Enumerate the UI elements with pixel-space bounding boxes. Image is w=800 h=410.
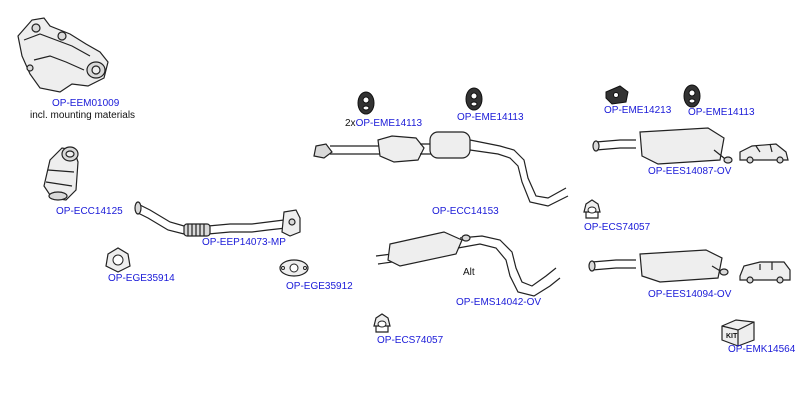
flex-pipe-icon[interactable] (134, 201, 301, 237)
three-bolt-gasket-icon[interactable] (105, 247, 131, 273)
hanger-1-label: 2xOP-EME14113 (345, 118, 422, 130)
hanger-3-code[interactable]: OP-EME14113 (688, 107, 755, 118)
hanger-1-code[interactable]: OP-EME14113 (355, 118, 423, 129)
clamp-1-code[interactable]: OP-ECS74057 (584, 222, 651, 233)
pipe-clamp-icon[interactable] (373, 313, 391, 333)
rear-silencer-1-code[interactable]: OP-EES14087-OV (648, 166, 732, 177)
catalyst-code[interactable]: OP-ECC14125 (56, 206, 123, 217)
estate-car-icon (739, 261, 791, 284)
middle-silencer-icon[interactable] (375, 231, 561, 297)
alt-label: Alt (463, 267, 475, 278)
flex-pipe-code[interactable]: OP-EEP14073-MP (202, 237, 286, 248)
hanger-1-qty: 2x (345, 118, 356, 129)
manifold-code[interactable]: OP-EEM01009 (52, 98, 120, 109)
mid-silencer-code[interactable]: OP-EMS14042-OV (456, 297, 542, 308)
exhaust-manifold-icon[interactable] (17, 17, 109, 93)
rubber-hanger-icon[interactable] (357, 91, 375, 115)
kit-badge: KIT (726, 333, 738, 340)
hatchback-car-icon (739, 143, 789, 164)
rubber-mount-icon[interactable] (605, 85, 629, 105)
pipe-clamp-icon[interactable] (583, 199, 601, 219)
rubber-hanger-icon[interactable] (683, 84, 701, 108)
center-catalyst-pipe-icon[interactable] (313, 131, 569, 207)
center-cat-code[interactable]: OP-ECC14153 (432, 206, 499, 217)
catalytic-converter-icon[interactable] (43, 146, 79, 201)
two-bolt-gasket-icon[interactable] (279, 259, 309, 277)
gasket-2-code[interactable]: OP-EGE35912 (286, 281, 353, 292)
rear-silencer-icon[interactable] (588, 249, 729, 283)
rear-silencer-2-code[interactable]: OP-EES14094-OV (648, 289, 732, 300)
hanger-2-code[interactable]: OP-EME14113 (457, 112, 524, 123)
clamp-2-code[interactable]: OP-ECS74057 (377, 335, 444, 346)
mounting-kit-box-icon[interactable]: KIT (721, 319, 755, 347)
mount-1-code[interactable]: OP-EME14213 (604, 105, 672, 116)
kit-code[interactable]: OP-EMK14564 (728, 344, 796, 355)
rubber-hanger-icon[interactable] (465, 87, 483, 111)
rear-silencer-icon[interactable] (592, 127, 733, 165)
gasket-1-code[interactable]: OP-EGE35914 (108, 273, 175, 284)
manifold-note: incl. mounting materials (30, 110, 136, 121)
